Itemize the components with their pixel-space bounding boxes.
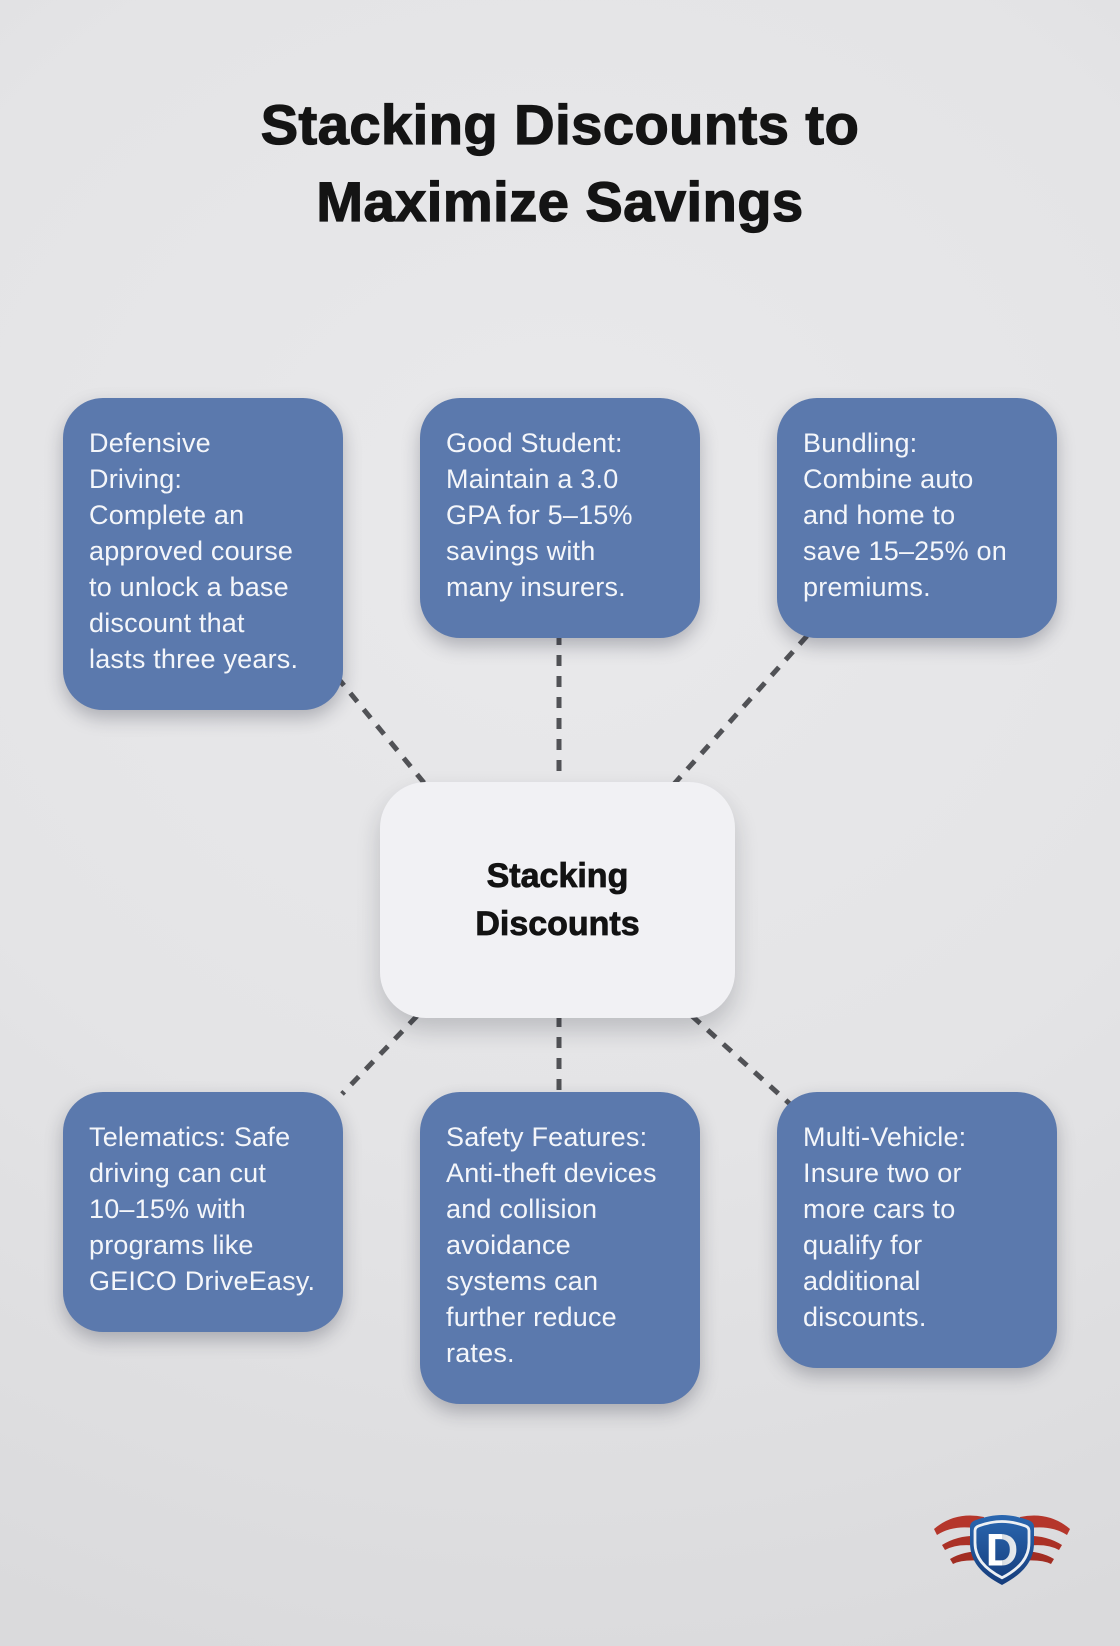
card-safety-features: Safety Features: Anti-theft devices and …: [420, 1092, 700, 1404]
logo-shield-inner-ring: [973, 1520, 1031, 1580]
card-good-student: Good Student: Maintain a 3.0 GPA for 5–1…: [420, 398, 700, 638]
card-defensive-driving: Defensive Driving: Complete an approved …: [63, 398, 343, 710]
shield-logo-icon: D: [934, 1515, 1070, 1585]
logo-letter: D: [986, 1525, 1019, 1576]
page-title: Stacking Discounts to Maximize Savings: [260, 92, 860, 233]
card-bundling: Bundling: Combine auto and home to save …: [777, 398, 1057, 638]
card-multi-vehicle: Multi-Vehicle: Insure two or more cars t…: [777, 1092, 1057, 1368]
card-telematics: Telematics: Safe driving can cut 10–15% …: [63, 1092, 343, 1332]
connector-telematics: [340, 1014, 419, 1096]
connector-bundling: [672, 634, 809, 786]
connector-defensive-driving: [335, 675, 427, 786]
center-node: Stacking Discounts: [380, 782, 735, 1018]
connector-multi-vehicle: [690, 1014, 792, 1106]
